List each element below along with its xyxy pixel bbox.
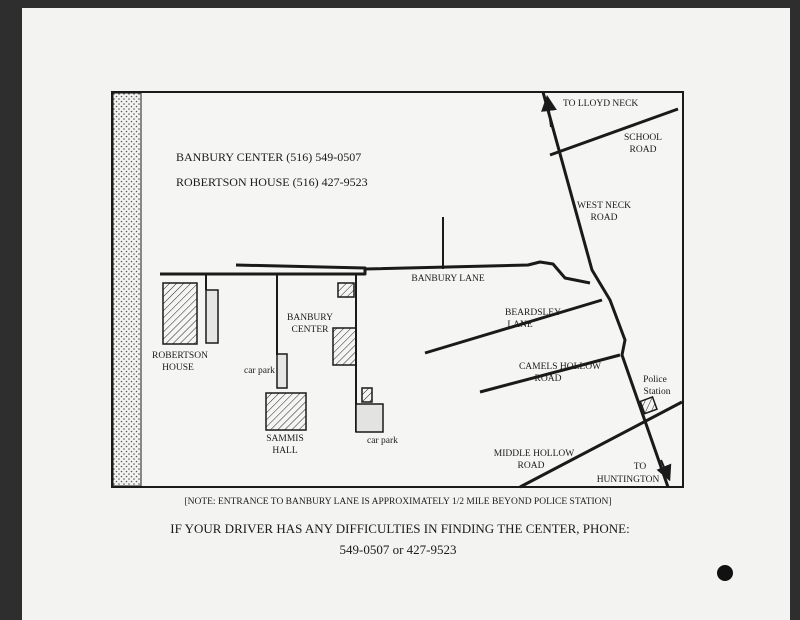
label-banbury-center: BANBURY bbox=[287, 313, 333, 323]
label-camels-hollow-road: CAMELS HOLLOW bbox=[519, 362, 601, 372]
stippled-border-strip bbox=[112, 92, 142, 487]
banbury-center-building bbox=[332, 327, 357, 366]
label-robertson-house-2: HOUSE bbox=[162, 363, 194, 373]
robertson-house-phone: ROBERTSON HOUSE (516) 427-9523 bbox=[176, 175, 368, 189]
phone-numbers: 549-0507 or 427-9523 bbox=[340, 542, 457, 557]
banbury-lane bbox=[364, 260, 591, 285]
banbury-center-phone: BANBURY CENTER (516) 549-0507 bbox=[176, 150, 361, 164]
label-sammis-hall: SAMMIS bbox=[266, 434, 304, 444]
label-sammis-hall-2: HALL bbox=[272, 446, 298, 456]
label-school-road: SCHOOL bbox=[624, 133, 662, 143]
car-park-banbury bbox=[355, 403, 384, 433]
banbury-lane-west bbox=[160, 263, 367, 276]
label-camels-hollow-road-2: ROAD bbox=[535, 374, 562, 384]
label-to-huntington-2: HUNTINGTON bbox=[597, 475, 660, 485]
label-to-huntington: TO bbox=[634, 462, 647, 472]
label-beardsley-lane-2: LANE bbox=[507, 320, 533, 330]
punch-hole bbox=[717, 565, 733, 581]
label-banbury-lane: BANBURY LANE bbox=[411, 274, 484, 284]
west-neck-road bbox=[541, 91, 670, 488]
entrance-note: [NOTE: ENTRANCE TO BANBURY LANE IS APPRO… bbox=[184, 497, 611, 507]
school-road bbox=[549, 107, 679, 157]
label-to-lloyd-neck: TO LLOYD NECK bbox=[563, 99, 638, 109]
camels-hollow-road bbox=[479, 353, 621, 394]
car-park-sammis bbox=[276, 353, 288, 389]
label-banbury-center-2: CENTER bbox=[292, 325, 330, 335]
arrow-up-icon bbox=[541, 95, 557, 128]
label-beardsley-lane: BEARDSLEY bbox=[505, 308, 561, 318]
beardsley-lane bbox=[424, 298, 603, 355]
label-west-neck-road-2: ROAD bbox=[591, 213, 618, 223]
label-west-neck-road: WEST NECK bbox=[577, 201, 631, 211]
small-building bbox=[361, 387, 373, 403]
robertson-house-building bbox=[162, 282, 198, 345]
parking-robertson bbox=[205, 289, 219, 344]
label-police-station: Police bbox=[643, 375, 667, 385]
arrow-down-icon bbox=[656, 459, 672, 482]
label-robertson-house: ROBERTSON bbox=[152, 351, 208, 361]
label-car-park: car park bbox=[367, 436, 398, 446]
label-school-road-2: ROAD bbox=[630, 145, 657, 155]
police-station-building bbox=[639, 396, 658, 415]
instruction-text: IF YOUR DRIVER HAS ANY DIFFICULTIES IN F… bbox=[170, 521, 629, 536]
small-building bbox=[337, 282, 355, 298]
label-police-station-2: Station bbox=[644, 387, 671, 397]
label-middle-hollow-road-2: ROAD bbox=[518, 461, 545, 471]
label-car-park: car park bbox=[244, 366, 275, 376]
sammis-hall-building bbox=[265, 392, 307, 431]
middle-hollow-road bbox=[519, 400, 683, 489]
label-middle-hollow-road: MIDDLE HOLLOW bbox=[494, 449, 575, 459]
